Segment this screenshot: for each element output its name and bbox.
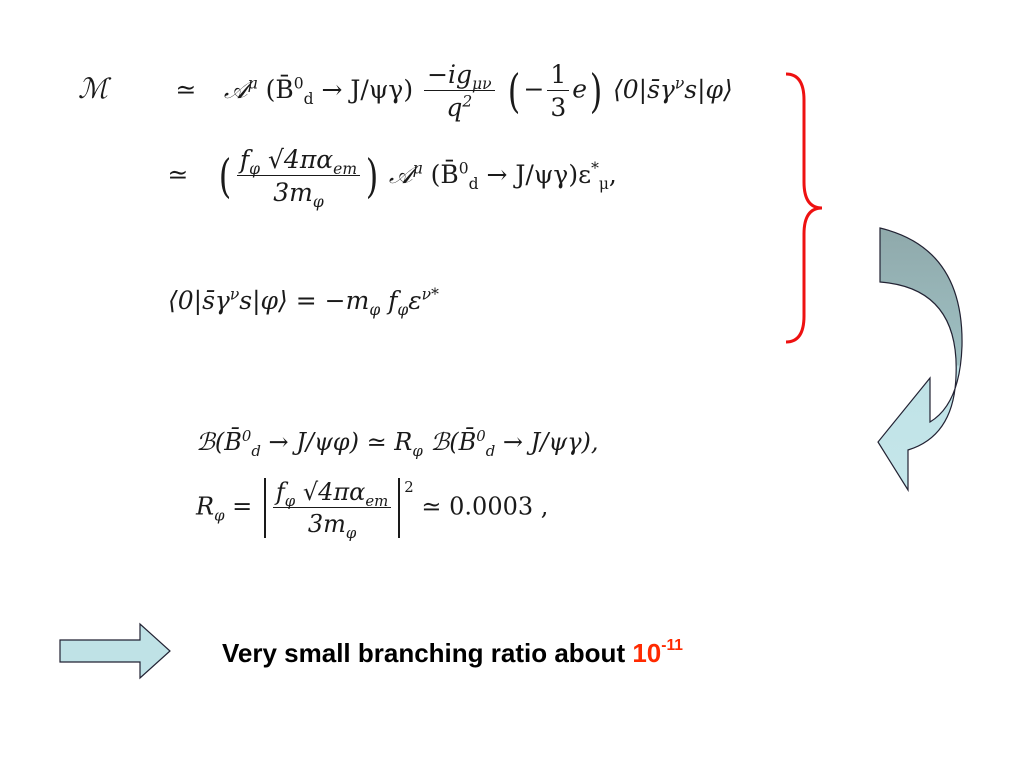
- curved-down-arrow-icon: [877, 227, 963, 493]
- approx-symbol: ≃: [175, 74, 197, 104]
- branching-ratio-value: 10-11: [632, 637, 683, 668]
- branching-ratio-equation: ℬ(B̄0d → J/ψφ) ≃ Rφ ℬ(B̄0d → J/ψγ),: [196, 427, 599, 460]
- amplitude-equation-line-2: ≃ ( fφ √4παem 3mφ ) 𝒜μ (B̄0d → J/ψγ)ε*μ,: [148, 145, 617, 210]
- propagator-fraction: −igμν q2: [424, 60, 495, 122]
- charge-e: e: [572, 74, 588, 104]
- right-paren: ): [589, 64, 603, 118]
- matrix-element-equation: ⟨0|s̄γνs|φ⟩ = −mφ fφεν*: [168, 285, 439, 319]
- abs-bar-right: [398, 478, 401, 538]
- r-phi-equation: Rφ = fφ √4παem 3mφ 2 ≃ 0.0003 ,: [196, 477, 549, 542]
- abs-bar-left: [263, 478, 266, 538]
- b-meson: (B̄0d → J/ψγ)ε*μ,: [430, 159, 617, 193]
- conclusion-text: Very small branching ratio about 10-11: [222, 637, 683, 668]
- amplitude-equation-line-1: ℳ ≃ 𝒜μ (B̄0d → J/ψγ) −igμν q2 (− 1 3 e) …: [78, 60, 733, 122]
- right-arrow-icon: [59, 622, 171, 680]
- right-paren: ): [365, 149, 379, 203]
- left-paren: (: [218, 149, 232, 203]
- right-curly-brace: [785, 72, 823, 344]
- charge-fraction: 1 3: [547, 60, 570, 122]
- b-meson: (B̄0d → J/ψγ): [265, 74, 414, 108]
- approx-symbol: ≃: [167, 159, 189, 189]
- decay-constant-fraction: fφ √4παem 3mφ: [236, 145, 361, 210]
- amplitude-A: 𝒜μ: [223, 74, 258, 104]
- minus-sign: −: [523, 74, 545, 104]
- matrix-element: ⟨0|s̄γνs|φ⟩: [613, 74, 733, 104]
- left-paren: (: [508, 64, 521, 118]
- amplitude-symbol: ℳ: [78, 71, 108, 105]
- amplitude-A: 𝒜μ: [388, 159, 423, 189]
- r-phi-fraction: fφ √4παem 3mφ: [272, 478, 392, 540]
